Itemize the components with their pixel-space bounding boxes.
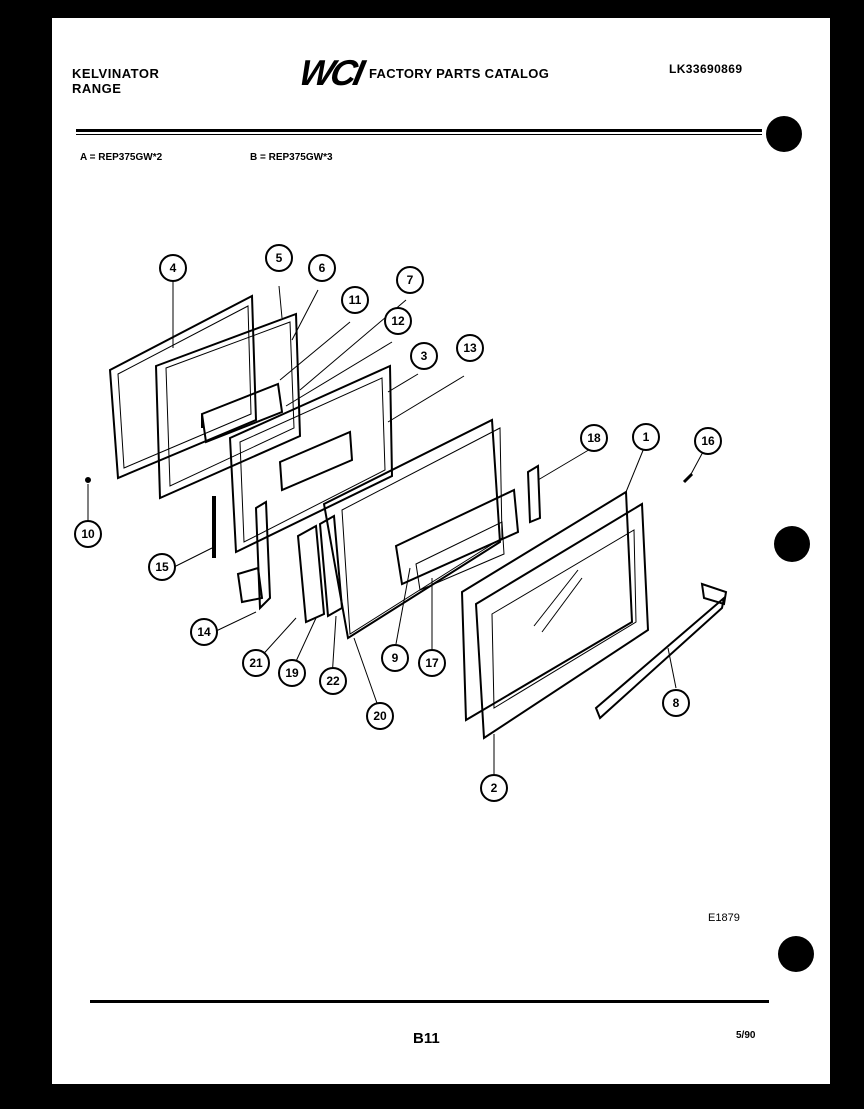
part-1-2-door-frame <box>460 490 650 740</box>
svg-text:19: 19 <box>285 666 299 680</box>
part-9-17-bracket <box>394 488 520 591</box>
callout-8: 8 <box>662 689 690 717</box>
leader-lines <box>87 280 705 774</box>
callout-9: 9 <box>381 644 409 672</box>
catalog-page: KELVINATOR RANGE WCI FACTORY PARTS CATAL… <box>52 18 830 1084</box>
svg-text:16: 16 <box>701 434 715 448</box>
callout-15: 15 <box>148 553 176 581</box>
svg-text:15: 15 <box>155 560 169 574</box>
callout-22: 22 <box>319 667 347 695</box>
callout-18: 18 <box>580 424 608 452</box>
svg-text:17: 17 <box>425 656 439 670</box>
page-number: B11 <box>413 1030 440 1047</box>
svg-text:20: 20 <box>373 709 387 723</box>
catalog-title: FACTORY PARTS CATALOG <box>368 65 550 81</box>
svg-text:18: 18 <box>587 431 601 445</box>
svg-text:13: 13 <box>463 341 477 355</box>
print-date: 5/90 <box>736 1030 756 1041</box>
part-14-hinge <box>236 500 272 611</box>
callout-21: 21 <box>242 649 270 677</box>
exploded-door-diagram: 4 5 6 7 11 12 3 13 10 15 14 21 19 22 20 … <box>74 244 728 802</box>
footer-rule <box>90 1000 769 1003</box>
model-b-label: B = REP375GW*3 <box>250 152 333 163</box>
callout-2: 2 <box>480 774 508 802</box>
callout-3: 3 <box>410 342 438 370</box>
catalog-number: LK33690869 <box>669 62 743 76</box>
part-11-insulation <box>200 382 284 444</box>
figure-code: E1879 <box>708 912 740 924</box>
callout-labels: 4 5 6 7 11 12 3 13 10 15 14 21 19 22 20 … <box>74 244 722 802</box>
callout-7: 7 <box>396 266 424 294</box>
callout-16: 16 <box>694 427 722 455</box>
part-8-handle <box>594 582 728 720</box>
svg-text:1: 1 <box>643 430 650 444</box>
svg-text:14: 14 <box>197 625 211 639</box>
svg-text:12: 12 <box>391 314 405 328</box>
svg-text:3: 3 <box>421 349 428 363</box>
svg-text:8: 8 <box>673 696 680 710</box>
brand-name: KELVINATOR <box>72 66 160 81</box>
part-20-outer-panel <box>322 418 503 640</box>
callout-5: 5 <box>265 244 293 272</box>
callout-20: 20 <box>366 702 394 730</box>
part-5-liner-frame <box>154 312 302 500</box>
callout-12: 12 <box>384 307 412 335</box>
svg-text:4: 4 <box>170 261 177 275</box>
product-type: RANGE <box>72 81 122 96</box>
svg-text:11: 11 <box>349 293 362 307</box>
part-18-clip <box>526 464 542 524</box>
svg-text:2: 2 <box>491 781 498 795</box>
binder-hole-bottom <box>778 936 814 972</box>
svg-text:21: 21 <box>249 656 263 670</box>
catalog-header: WCI FACTORY PARTS CATALOG <box>296 52 550 93</box>
callout-6: 6 <box>308 254 336 282</box>
callout-10: 10 <box>74 520 102 548</box>
binder-hole-middle <box>774 526 810 562</box>
callout-1: 1 <box>632 423 660 451</box>
callout-4: 4 <box>159 254 187 282</box>
binder-hole-top <box>766 116 802 152</box>
header-rule-thin <box>76 134 762 135</box>
part-4-inner-panel <box>108 294 258 480</box>
svg-text:22: 22 <box>326 674 340 688</box>
header-rule <box>76 129 762 132</box>
svg-text:7: 7 <box>407 273 414 287</box>
svg-text:10: 10 <box>81 527 95 541</box>
callout-17: 17 <box>418 649 446 677</box>
brand-block: KELVINATOR RANGE <box>72 66 159 96</box>
svg-text:9: 9 <box>392 651 399 665</box>
model-a-label: A = REP375GW*2 <box>80 152 163 163</box>
callout-13: 13 <box>456 334 484 362</box>
callout-14: 14 <box>190 618 218 646</box>
part-3-window-frame <box>228 364 394 554</box>
part-10-screw <box>85 477 91 483</box>
svg-text:5: 5 <box>276 251 283 265</box>
callout-11: 11 <box>341 286 369 314</box>
svg-text:6: 6 <box>319 261 326 275</box>
callout-19: 19 <box>278 659 306 687</box>
